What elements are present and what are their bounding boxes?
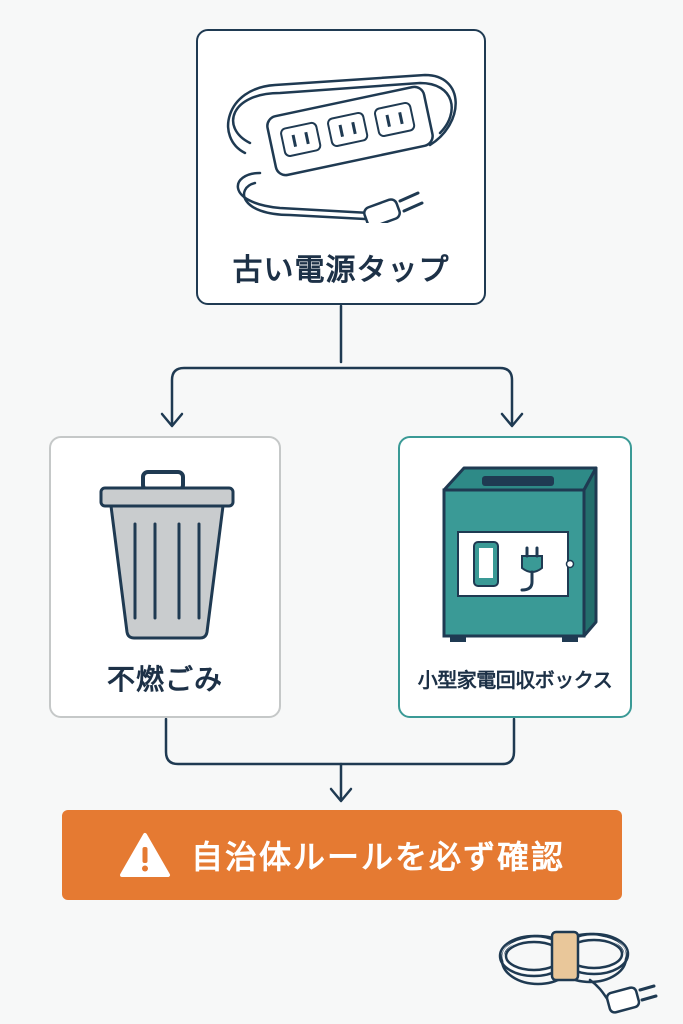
collection-box-icon <box>442 466 598 642</box>
bundled-cord-icon <box>498 930 658 1014</box>
right-node-recycling-box: 小型家電回収ボックス <box>398 436 632 718</box>
top-node-power-strip: 古い電源タップ <box>196 29 486 305</box>
left-node-nonburnable-waste: 不燃ごみ <box>49 436 281 718</box>
left-node-label: 不燃ごみ <box>106 663 223 696</box>
warning-icon <box>119 833 170 877</box>
warning-label: 自治体ルールを必ず確認 <box>190 838 565 876</box>
trash-can-icon <box>99 470 235 640</box>
right-node-label: 小型家電回収ボックス <box>417 668 613 692</box>
top-node-label: 古い電源タップ <box>232 253 450 288</box>
power-strip-icon <box>227 73 457 223</box>
warning-banner: 自治体ルールを必ず確認 <box>62 810 622 900</box>
